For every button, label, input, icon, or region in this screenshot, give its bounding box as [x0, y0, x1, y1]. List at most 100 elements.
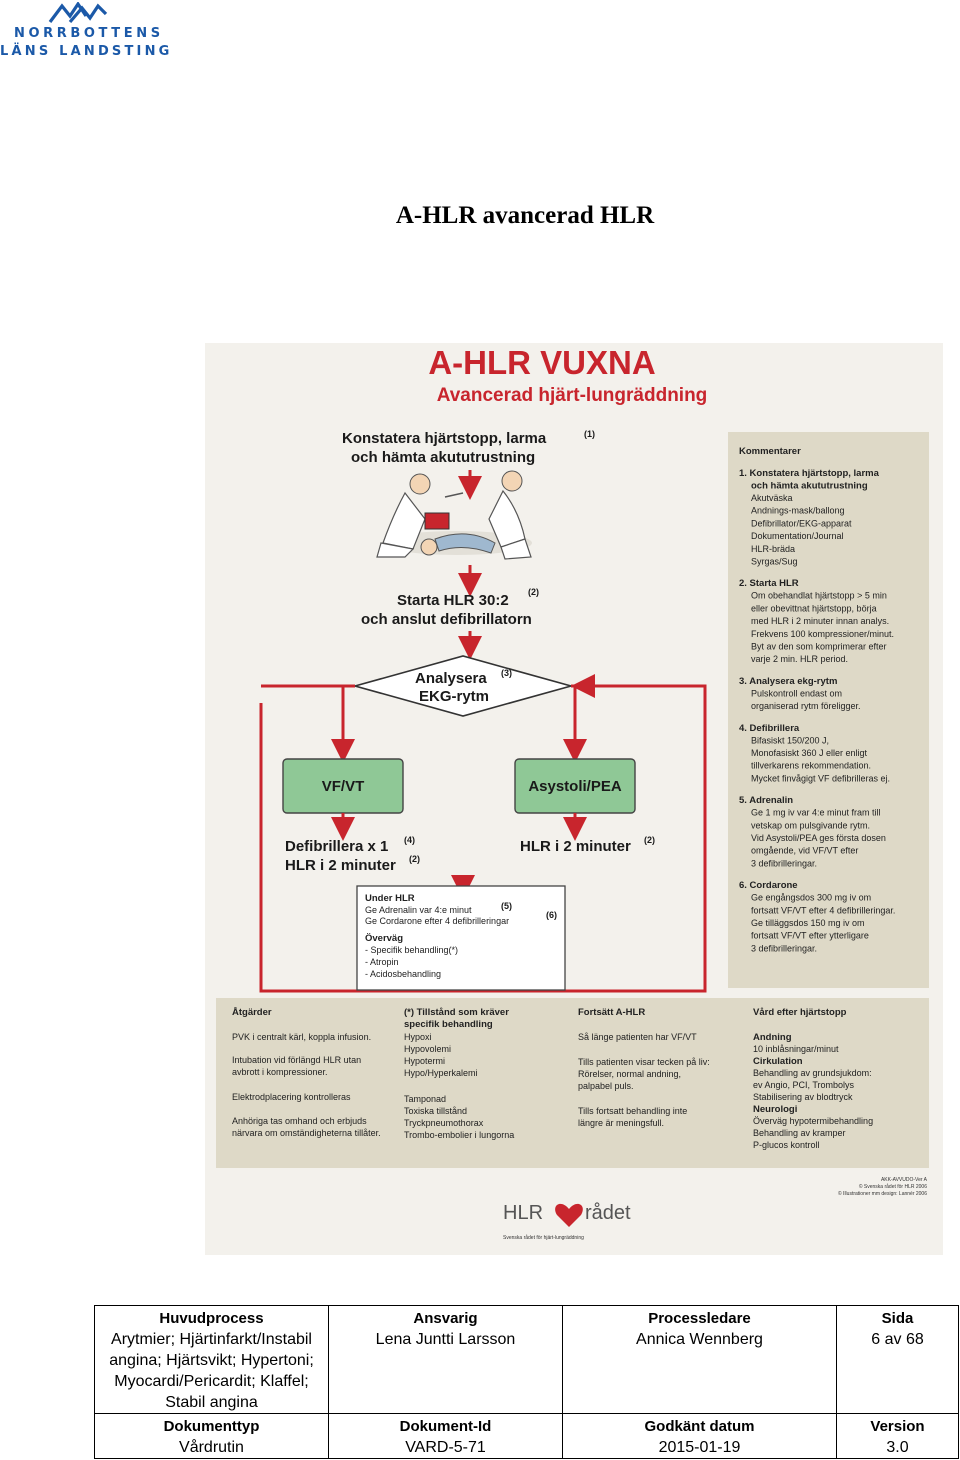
dokumenttyp-cell: Dokumenttyp Vårdrutin [94, 1413, 329, 1459]
comment-title: 5. Adrenalin [739, 795, 793, 806]
step2-ref: (2) [528, 587, 539, 597]
bottom-col3-line: Så länge patienten har VF/VT [578, 1032, 697, 1042]
under-hlr-item: - Atropin [365, 957, 399, 967]
huvudprocess-line4: Stabil angina [165, 1394, 258, 1411]
bottom-col3-line: Tills fortsatt behandling inte [578, 1106, 687, 1116]
comment-line: varje 2 min. HLR period. [751, 654, 848, 664]
comment-line: fortsatt VF/VT efter ytterligare [751, 931, 869, 941]
bottom-col1-heading: Åtgärder [232, 1007, 272, 1018]
under-hlr-box [356, 885, 566, 991]
bottom-col2-line: Hypo/Hyperkalemi [404, 1068, 478, 1078]
version-label: Version [870, 1418, 925, 1435]
heart-icon [555, 1203, 583, 1227]
sida-label: Sida [881, 1310, 914, 1327]
bottom-col3-line: längre är meningsfull. [578, 1118, 664, 1128]
logo-text-line1: NORRBOTTENS [14, 26, 164, 41]
left-action-ref1: (4) [404, 835, 415, 845]
under-hlr-line1: Ge Adrenalin var 4:e minut [365, 905, 472, 915]
comment-line: Ge tilläggsdos 150 mg iv om [751, 918, 865, 928]
bottom-col4-line: Behandling av grundsjukdom: [753, 1068, 872, 1078]
bottom-col1-line: Anhöriga tas omhand och erbjuds [232, 1116, 367, 1126]
bottom-col2-line: Toxiska tillstånd [404, 1106, 467, 1116]
dokumenttyp-label: Dokumenttyp [163, 1418, 260, 1435]
comment-line: Defibrillator/EKG-apparat [751, 518, 852, 528]
huvudprocess-line1: Arytmier; Hjärtinfarkt/Instabil [111, 1331, 312, 1348]
dokument-id-value: VARD-5-71 [405, 1439, 486, 1456]
bottom-col1-line: PVK i centralt kärl, koppla infusion. [232, 1032, 371, 1042]
comment-line: Mycket finvågigt VF defibrilleras ej. [751, 773, 890, 783]
comment-line: eller obevittnat hjärtstopp, börja [751, 603, 877, 613]
right-action-ref: (2) [644, 835, 655, 845]
left-action-line1: Defibrillera x 1 [285, 838, 388, 855]
huvudprocess-cell: Huvudprocess Arytmier; Hjärtinfarkt/Inst… [94, 1305, 329, 1414]
bottom-col4-line: Stabilisering av blodtryck [753, 1092, 853, 1102]
fineprint-line: © Svenska rådet för HLR 2006 [859, 1183, 927, 1190]
bottom-col4-line: ev Angio, PCI, Trombolys [753, 1080, 855, 1090]
bottom-col2-line: Hypoxi [404, 1032, 432, 1042]
comment-title: 1. Konstatera hjärtstopp, larma [739, 468, 880, 479]
under-hlr-line2: Ge Cordarone efter 4 defibrilleringar [365, 916, 509, 926]
ansvarig-cell: Ansvarig Lena Juntti Larsson [328, 1305, 563, 1414]
huvudprocess-line2: angina; Hjärtsvikt; Hypertoni; [109, 1352, 314, 1369]
comment-line: Ge 1 mg iv var 4:e minut fram till [751, 808, 881, 818]
comment-line: Akutväska [751, 493, 793, 503]
bottom-col2-line: Tryckpneumothorax [404, 1118, 484, 1128]
bottom-col4-line: Överväg hypotermibehandling [753, 1116, 873, 1126]
under-hlr-ref1: (5) [501, 901, 512, 911]
comment-title: och hämta akututrustning [751, 481, 868, 492]
bottom-col4-line: Cirkulation [753, 1056, 803, 1067]
comments-heading: Kommentarer [739, 446, 801, 457]
comment-line: tillverkarens rekommendation. [751, 761, 871, 771]
vf-vt-label: VF/VT [322, 778, 365, 795]
comment-title: 4. Defibrillera [739, 723, 800, 734]
bottom-col1-line: avbrott i kompressioner. [232, 1067, 328, 1077]
bottom-col3-line: Tills patienten visar tecken på liv: [578, 1057, 710, 1067]
bottom-col3-line: palpabel puls. [578, 1081, 634, 1091]
poster-subtitle: Avancerad hjärt-lungräddning [437, 385, 708, 406]
comment-line: omgående, vid VF/VT efter [751, 846, 858, 856]
sida-value: 6 av 68 [871, 1331, 924, 1348]
bottom-col2-line: Tamponad [404, 1094, 446, 1104]
comment-line: Byt av den som komprimerar efter [751, 642, 887, 652]
right-action-line1: HLR i 2 minuter [520, 838, 631, 855]
fineprint-line: © Illustrationer mm design: Lannér 2006 [838, 1190, 927, 1197]
hlr-logo-tagline: Svenska rådet för hjärt-lungräddning [503, 1234, 584, 1241]
step3-line2: EKG-rytm [419, 688, 489, 705]
bottom-col1-line: närvara om omständigheterna tillåter. [232, 1128, 381, 1138]
hlr-radet-logo: HLR rådet Svenska rådet för hjärt-lungrä… [503, 1202, 631, 1241]
fineprint-line: AKK-AVVUDO-Ver A [881, 1177, 928, 1183]
comment-line: 3 defibrilleringar. [751, 858, 817, 868]
fineprint: AKK-AVVUDO-Ver A© Svenska rådet för HLR … [838, 1177, 928, 1197]
step1-ref: (1) [584, 429, 595, 439]
comment-line: Vid Asystoli/PEA ges första dosen [751, 833, 886, 843]
under-hlr-item: - Acidosbehandling [365, 969, 441, 979]
comment-line: vetskap om pulsgivande rytm. [751, 820, 870, 830]
processledare-value: Annica Wennberg [636, 1331, 763, 1348]
bottom-col3-heading: Fortsätt A-HLR [578, 1007, 645, 1018]
bottom-col2-line: Trombo-embolier i lungorna [404, 1130, 514, 1140]
comment-line: fortsatt VF/VT efter 4 defibrilleringar. [751, 905, 895, 915]
ansvarig-value: Lena Juntti Larsson [375, 1331, 516, 1348]
comment-line: Bifasiskt 150/200 J, [751, 735, 829, 745]
comment-line: Dokumentation/Journal [751, 531, 844, 541]
under-hlr-items: - Specifik behandling(*)- Atropin- Acido… [365, 945, 458, 979]
step2-line1: Starta HLR 30:2 [397, 592, 509, 609]
processledare-cell: Processledare Annica Wennberg [562, 1305, 837, 1414]
ahlr-flowchart: A-HLR VUXNA Avancerad hjärt-lungräddning… [216, 344, 929, 1241]
comment-line: Syrgas/Sug [751, 557, 798, 567]
under-hlr-ref2: (6) [546, 910, 557, 920]
huvudprocess-label: Huvudprocess [159, 1310, 264, 1327]
ansvarig-label: Ansvarig [413, 1310, 478, 1327]
version-cell: Version 3.0 [836, 1413, 959, 1459]
norrbottens-logo: NORRBOTTENS LÄNS LANDSTING [0, 0, 170, 64]
comment-line: Om obehandlat hjärtstopp > 5 min [751, 591, 887, 601]
step1-line1: Konstatera hjärtstopp, larma [342, 430, 547, 447]
bottom-col1-line: Intubation vid förlängd HLR utan [232, 1055, 361, 1065]
bottom-col4-line: Neurologi [753, 1104, 797, 1115]
bottom-col4-heading: Vård efter hjärtstopp [753, 1007, 847, 1018]
processledare-label: Processledare [648, 1310, 751, 1327]
bottom-panel [216, 998, 929, 1168]
hlr-logo-left: HLR [503, 1202, 543, 1224]
norrbottens-wave-icon [48, 2, 108, 24]
